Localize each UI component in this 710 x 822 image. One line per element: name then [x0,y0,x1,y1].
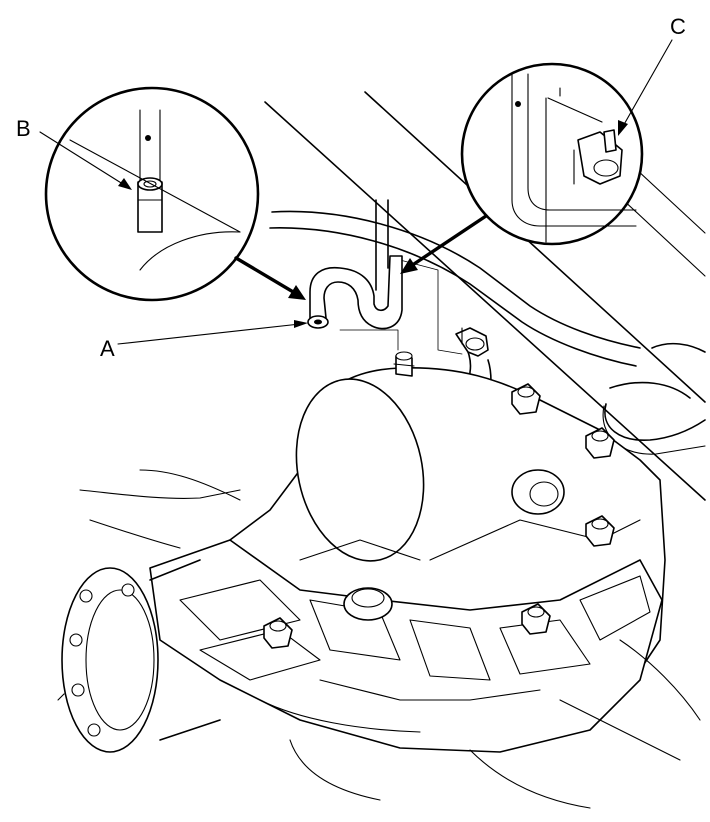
detail-arrows [234,214,488,300]
callout-label-c: C [670,14,686,39]
detail-circle-b [44,86,260,302]
clip-c-actual [455,327,489,357]
axle-flange [57,489,241,753]
differential-housing [149,351,666,753]
lower-linkage [139,469,701,809]
mount-bracket [339,199,492,409]
detail-circle-c [460,62,644,246]
callout-label-b: B [16,116,31,141]
leader-lines [39,39,673,345]
breather-hose [307,255,403,330]
housing-bolts [263,383,615,649]
callout-label-a: A [100,336,115,361]
